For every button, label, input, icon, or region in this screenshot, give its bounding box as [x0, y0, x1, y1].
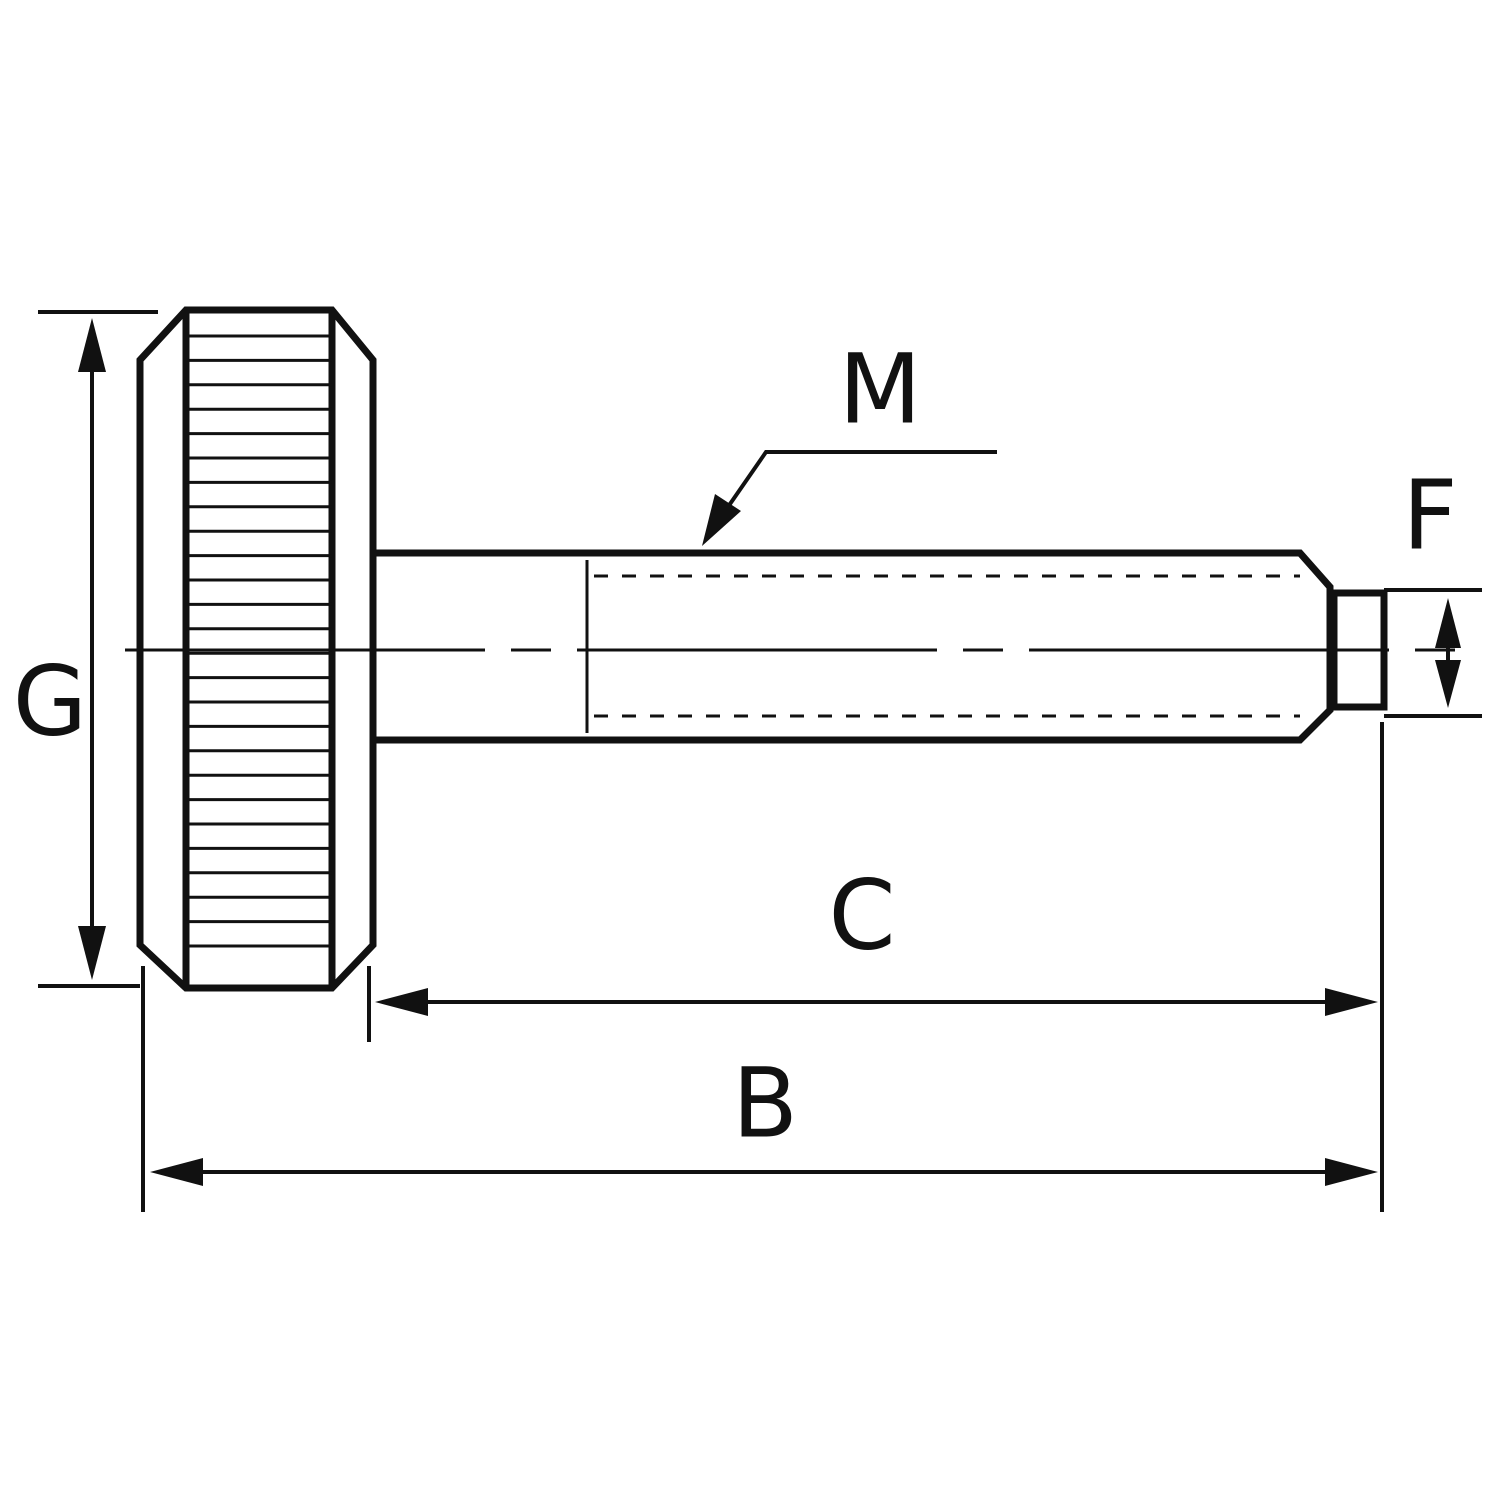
dimension-label-m: M	[839, 333, 922, 445]
f-arrowhead-top	[1435, 598, 1461, 648]
knurl-lines	[186, 334, 332, 948]
screw-shank	[125, 549, 1465, 744]
dimension-g: G	[13, 310, 158, 988]
m-leader-line	[710, 450, 997, 532]
dimension-label-f: F	[1402, 459, 1457, 571]
c-arrowhead-left	[375, 988, 428, 1016]
b-arrowhead-left	[150, 1158, 203, 1186]
f-arrowhead-bottom	[1435, 660, 1461, 708]
m-arrowhead	[702, 494, 741, 546]
c-arrowhead-right	[1325, 988, 1378, 1016]
knurled-head	[136, 306, 377, 992]
g-arrowhead-bottom	[78, 926, 106, 980]
leader-m: M	[702, 333, 997, 546]
dimension-label-c: C	[828, 859, 895, 971]
dimension-c: C	[367, 859, 1378, 1042]
dimension-label-b: B	[732, 1047, 798, 1159]
b-arrowhead-right	[1325, 1158, 1378, 1186]
g-arrowhead-top	[78, 318, 106, 372]
shank-outline	[373, 549, 1334, 744]
dimension-f: F	[1384, 459, 1482, 718]
dimension-label-g: G	[13, 645, 87, 757]
dimension-b: B	[141, 722, 1384, 1212]
